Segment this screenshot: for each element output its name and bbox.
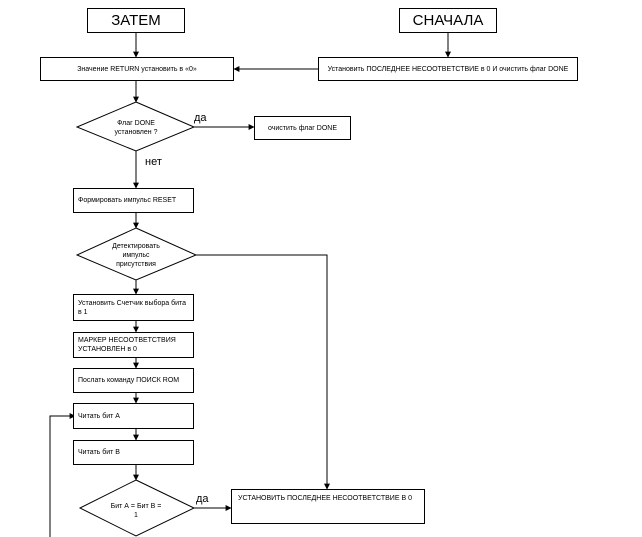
then-label: ЗАТЕМ xyxy=(111,12,161,29)
read-bit-b-text: Читать бит В xyxy=(78,449,120,456)
send-search-rom-text: Послать команду ПОИСК ROM xyxy=(78,377,180,384)
read-bit-b-box: Читать бит В xyxy=(73,440,194,465)
form-reset-box: Формировать импульс RESET xyxy=(73,188,194,213)
decision-bit-compare-text: Бит А = Бит В = 1 xyxy=(110,503,162,519)
clear-done-text: очистить флаг DONE xyxy=(267,124,337,132)
marker-mismatch-text: МАРКЕР НЕСООТВЕТСТВИЯ УСТАНОВЛЕН в 0 xyxy=(78,337,176,353)
set-bit-counter-text: Установить Счетчик выбора бита в 1 xyxy=(78,299,187,316)
set-last-mismatch-text: Установить ПОСЛЕДНЕЕ НЕСООТВЕТСТВИЕ в 0 … xyxy=(327,65,569,73)
set-return-box: Значение RETURN установить в «0» xyxy=(40,57,234,81)
set-return-text: Значение RETURN установить в «0» xyxy=(77,65,197,73)
set-bit-counter-box: Установить Счетчик выбора бита в 1 xyxy=(73,294,194,321)
clear-done-box: очистить флаг DONE xyxy=(254,116,351,140)
arrow-detect-no-presence xyxy=(196,254,330,490)
decision-detect-presence-text: Детектировать импульс присутствия xyxy=(112,243,160,268)
set-last-mismatch-box: Установить ПОСЛЕДНЕЕ НЕСООТВЕТСТВИЕ в 0 … xyxy=(318,57,578,81)
branch-label-no-done: нет xyxy=(145,156,162,168)
read-bit-a-box: Читать бит А xyxy=(73,403,194,429)
send-search-rom-box: Послать команду ПОИСК ROM xyxy=(73,368,194,393)
decision-detect-presence-shape xyxy=(75,227,198,281)
decision-bit-compare-shape xyxy=(78,479,196,537)
decision-done-flag-text: Флаг DONE установлен ? xyxy=(114,120,158,136)
decision-done-flag-shape xyxy=(75,101,196,152)
then-box: ЗАТЕМ xyxy=(87,8,185,33)
set-last-mismatch-zero-box: УСТАНОВИТЬ ПОСЛЕДНЕЕ НЕСООТВЕТСТВИЕ В 0 xyxy=(231,489,425,524)
first-label: СНАЧАЛА xyxy=(412,12,484,29)
read-bit-a-text: Читать бит А xyxy=(78,412,120,420)
arrow-loop-back xyxy=(49,413,76,537)
marker-mismatch-box: МАРКЕР НЕСООТВЕТСТВИЯ УСТАНОВЛЕН в 0 xyxy=(73,332,194,358)
form-reset-text: Формировать импульс RESET xyxy=(78,197,177,204)
branch-label-yes-compare: да xyxy=(196,493,209,505)
set-last-mismatch-zero-text: УСТАНОВИТЬ ПОСЛЕДНЕЕ НЕСООТВЕТСТВИЕ В 0 xyxy=(238,495,412,502)
branch-label-yes-done: да xyxy=(194,112,207,124)
first-box: СНАЧАЛА xyxy=(399,8,497,33)
